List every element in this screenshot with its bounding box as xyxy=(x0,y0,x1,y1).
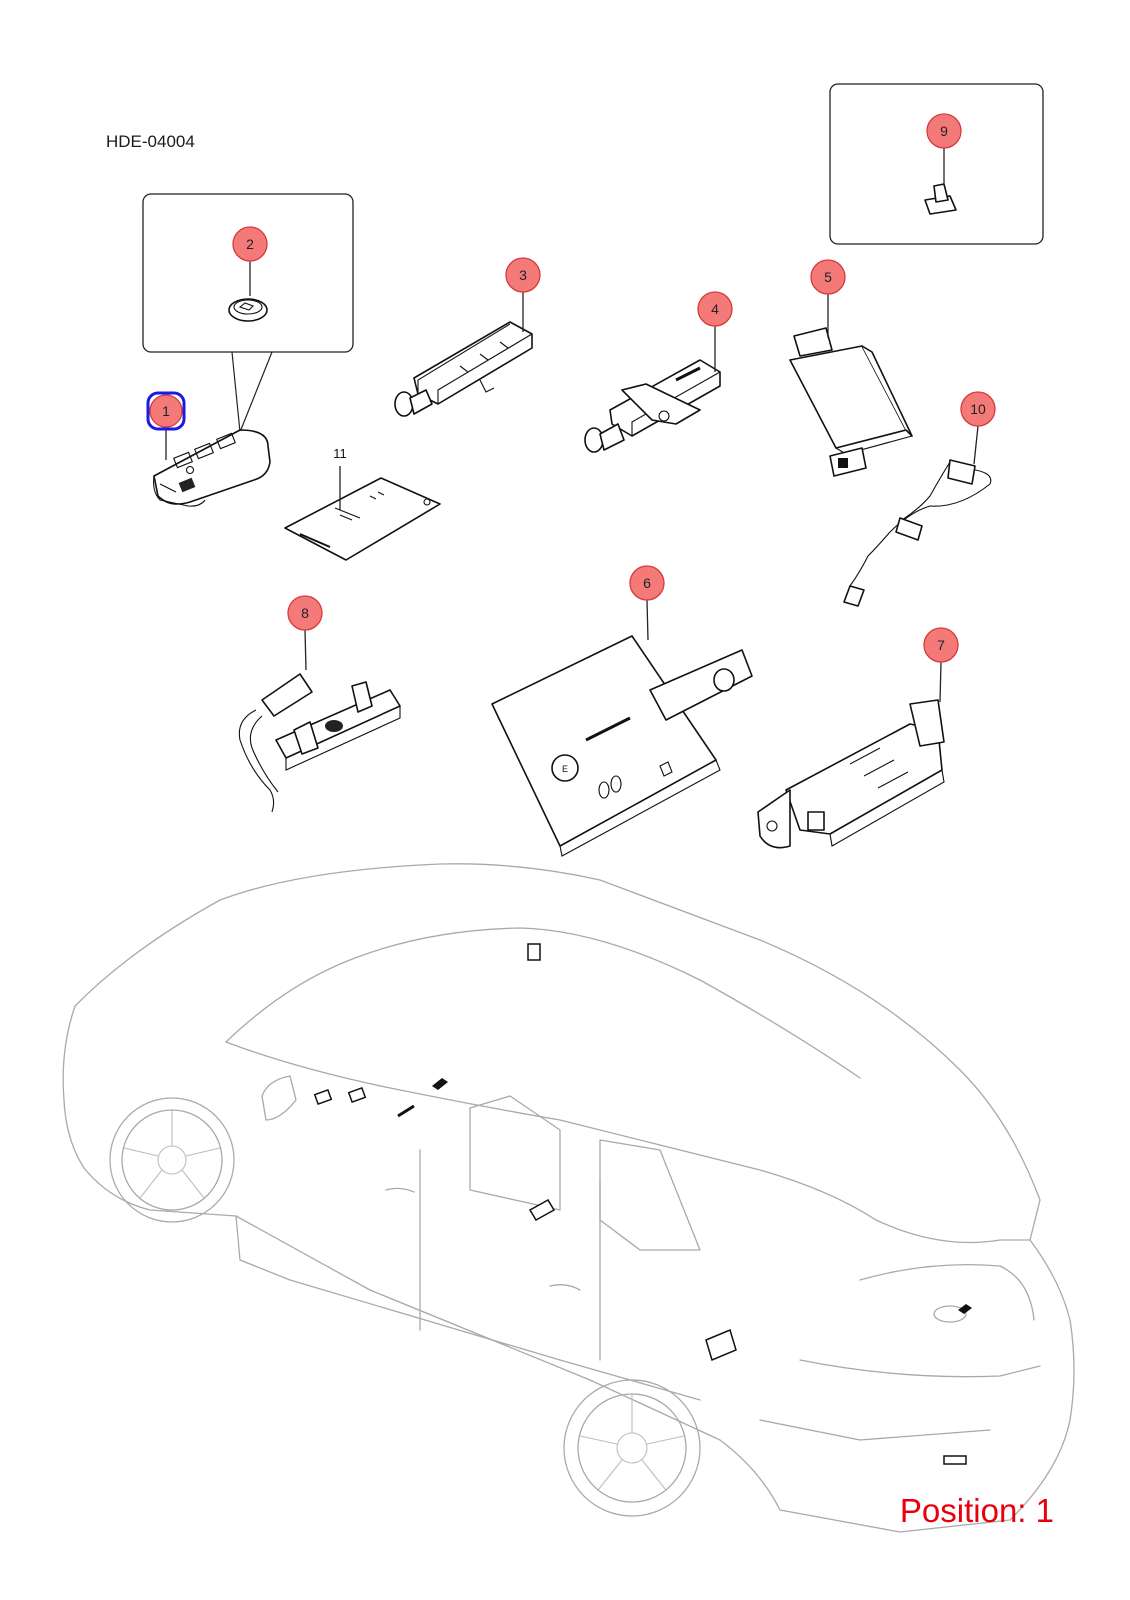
callout-7[interactable]: 7 xyxy=(923,627,959,663)
part-11-key-card xyxy=(284,477,441,561)
vehicle-part-locations xyxy=(313,943,972,1465)
part-10-antenna-cable xyxy=(843,459,992,607)
part-3-antenna xyxy=(394,321,533,417)
callout-9[interactable]: 9 xyxy=(926,113,962,149)
callout-11-label: 11 xyxy=(333,446,347,461)
callout-3[interactable]: 3 xyxy=(505,257,541,293)
diagram-code: HDE-04004 xyxy=(106,132,195,151)
callout-1-label: 1 xyxy=(162,403,170,419)
part-9-clip xyxy=(924,183,957,215)
callout-2[interactable]: 2 xyxy=(232,226,268,262)
inset-box-9 xyxy=(829,83,1044,245)
part-4-antenna-bracket xyxy=(584,359,721,453)
callout-6-label: 6 xyxy=(643,575,651,591)
callout-10-label: 10 xyxy=(970,401,986,417)
callout-7-label: 7 xyxy=(937,637,945,653)
callout-1[interactable]: 1 xyxy=(146,391,186,431)
callout-4[interactable]: 4 xyxy=(697,291,733,327)
callout-2-label: 2 xyxy=(246,236,254,252)
svg-text:E: E xyxy=(562,764,568,774)
callout-1-selection-outline xyxy=(146,391,186,431)
callout-9-label: 9 xyxy=(940,123,948,139)
part-6-smart-key-unit: E xyxy=(491,635,753,857)
part-7-antenna-bracket xyxy=(757,699,945,849)
callout-4-label: 4 xyxy=(711,301,719,317)
leader-lines xyxy=(165,148,979,703)
callout-5[interactable]: 5 xyxy=(810,259,846,295)
vehicle-outline xyxy=(62,863,1075,1533)
callout-8[interactable]: 8 xyxy=(287,595,323,631)
callout-3-label: 3 xyxy=(519,267,527,283)
callout-6[interactable]: 6 xyxy=(629,565,665,601)
callout-5-label: 5 xyxy=(824,269,832,285)
part-8-key-holder xyxy=(238,673,401,813)
inset-box-2 xyxy=(142,193,354,433)
part-1-smart-key xyxy=(153,429,271,507)
callout-10[interactable]: 10 xyxy=(960,391,996,427)
callout-8-label: 8 xyxy=(301,605,309,621)
part-5-control-module xyxy=(789,327,913,477)
position-indicator: Position: 1 xyxy=(899,1492,1054,1529)
part-2-battery xyxy=(228,298,268,322)
